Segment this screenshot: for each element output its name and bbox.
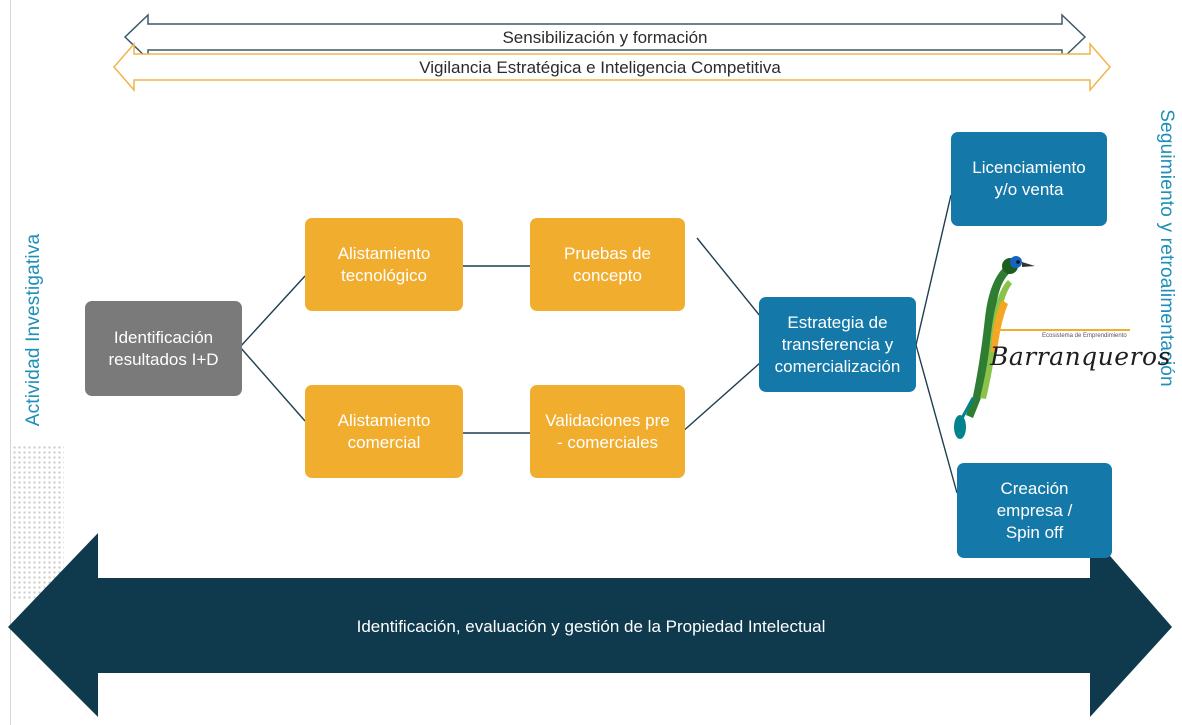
- logo-tagline: Ecosistema de Emprendimiento: [1042, 333, 1127, 339]
- dot-pattern: [12, 445, 64, 600]
- node-pruebas-concepto: Pruebas de concepto: [530, 218, 685, 311]
- node-alistamiento-comercial: Alistamiento comercial: [305, 385, 463, 478]
- node-licenciamiento: Licenciamiento y/o venta: [951, 132, 1107, 226]
- node-pruebas-concepto-text: Pruebas de concepto: [564, 243, 651, 285]
- node-estrategia: Estrategia de transferencia y comerciali…: [759, 297, 916, 392]
- connector-estrategia-creacion: [915, 344, 958, 494]
- propiedad-intelectual-arrow: [8, 533, 1172, 717]
- logo-barranqueros: Barranqueros: [990, 342, 1171, 371]
- left-border-rule: [10, 0, 11, 725]
- node-creacion: Creación empresa / Spin off: [957, 463, 1112, 558]
- node-alistamiento-tecnologico-text: Alistamiento tecnológico: [337, 243, 431, 285]
- node-alistamiento-tecnologico: Alistamiento tecnológico: [305, 218, 463, 311]
- vigilancia-label: Vigilancia Estratégica e Inteligencia Co…: [419, 58, 781, 77]
- node-alistamiento-comercial-text: Alistamiento comercial: [337, 410, 431, 452]
- propiedad-intelectual-label: Identificación, evaluación y gestión de …: [356, 617, 826, 636]
- connector-estrategia-licenciamiento: [915, 194, 952, 346]
- connector-pruebas-estrategia: [696, 237, 770, 328]
- node-identificacion-text: Identificación resultados I+D: [108, 327, 219, 369]
- node-creacion-text: Creación empresa / Spin off: [996, 478, 1073, 542]
- node-validaciones-text: Validaciones pre - comerciales: [545, 410, 670, 452]
- connector-identificacion-tecnologico: [239, 275, 306, 348]
- sensibilizacion-label: Sensibilización y formación: [502, 28, 708, 47]
- node-identificacion: Identificación resultados I+D: [85, 301, 242, 396]
- node-estrategia-text: Estrategia de transferencia y comerciali…: [774, 312, 901, 376]
- connector-identificacion-comercial: [239, 346, 306, 422]
- node-validaciones: Validaciones pre - comerciales: [530, 385, 685, 478]
- connector-validaciones-estrategia: [680, 354, 770, 434]
- actividad-investigativa-label: Actividad Investigativa: [23, 233, 44, 427]
- node-licenciamiento-text: Licenciamiento y/o venta: [972, 158, 1086, 199]
- barranquero-bird-icon: [954, 256, 1130, 439]
- vigilancia-arrow: [113, 41, 1111, 93]
